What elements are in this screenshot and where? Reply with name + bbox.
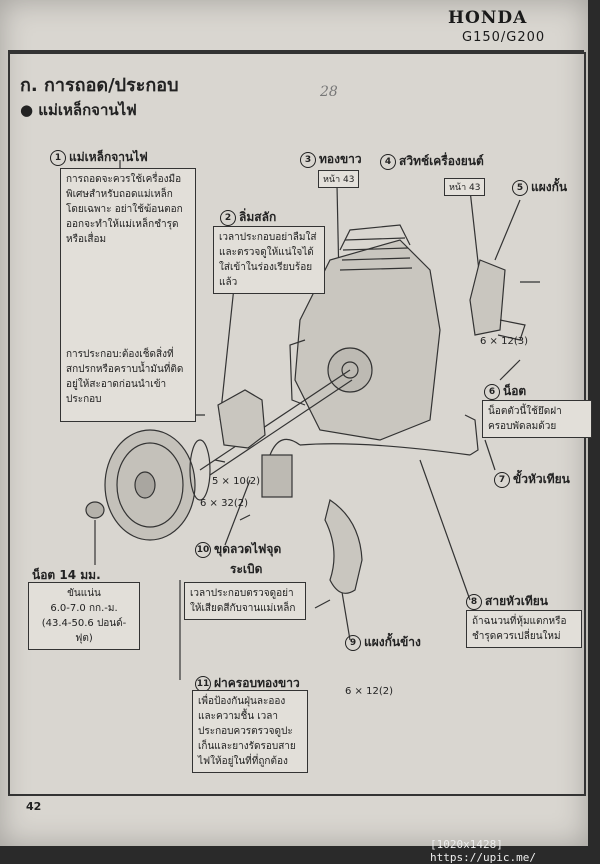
model-number: G150/G200 [462,30,546,45]
brand-logo: HONDA [448,8,528,28]
exploded-diagram [85,160,540,680]
coil-note-box: เวลาประกอบตรวจดูอย่าให้เสียดสีกับจานแม่เ… [184,582,306,620]
bolt-spec-5x10: 5 × 10(2) [212,476,260,487]
header-rule [8,50,584,52]
flywheel-note-box: การถอดจะควรใช้เครื่องมือพิเศษสำหรับถอดแม… [60,168,196,422]
bolt-spec-6x12-top: 6 × 12(3) [480,336,528,347]
cover-note-box: เพื่อป้องกันฝุ่นละอองและความชื้น เวลาประ… [192,690,308,773]
copper-page-ref: หน้า 43 [318,170,360,188]
key-note-box: เวลาประกอบอย่าลืมใส่และตรวจดูให้แน่ใจได้… [213,226,325,294]
torque-box: ขันแน่น 6.0-7.0 กก.-ม. (43.4-50.6 ปอนด์-… [28,582,140,650]
bolt-note-box: น็อตตัวนี้ใช้ยึดฝาครอบพัดลมด้วย [482,400,592,438]
flywheel-note-top: การถอดจะควรใช้เครื่องมือพิเศษสำหรับถอดแม… [66,174,183,245]
subsection-title: ● แม่เหล็กจานไฟ [20,101,137,119]
torque-lbft: (43.4-50.6 ปอนด์-ฟุต) [41,618,127,644]
flywheel-note-bottom: การประกอบ:ต้องเช็ดสิ่งที่สกปรกหรือคราบน้… [66,349,184,405]
pencil-note: 28 [320,84,338,100]
switch-page-ref: หน้า 43 [444,178,486,196]
manual-page: HONDA G150/G200 ก. การถอด/ประกอบ ● แม่เห… [0,0,592,846]
bolt-spec-6x32: 6 × 32(2) [200,498,248,509]
bolt-spec-6x12-bottom: 6 × 12(2) [345,686,393,697]
torque-kgm: 6.0-7.0 กก.-ม. [50,603,118,614]
section-title: ก. การถอด/ประกอบ [20,75,179,96]
label-coil-line2: ระเบิด [230,562,263,576]
wire-note-box: ถ้าฉนวนที่หุ้มแตกหรือชำรุดควรเปลี่ยนใหม่ [466,610,582,648]
page-number: 42 [26,800,42,813]
site-caption[interactable]: [1020x1428] https://upic.me/ [430,838,536,864]
torque-title: ขันแน่น [67,588,101,599]
nut-label: น็อต 14 มม. [32,568,101,582]
